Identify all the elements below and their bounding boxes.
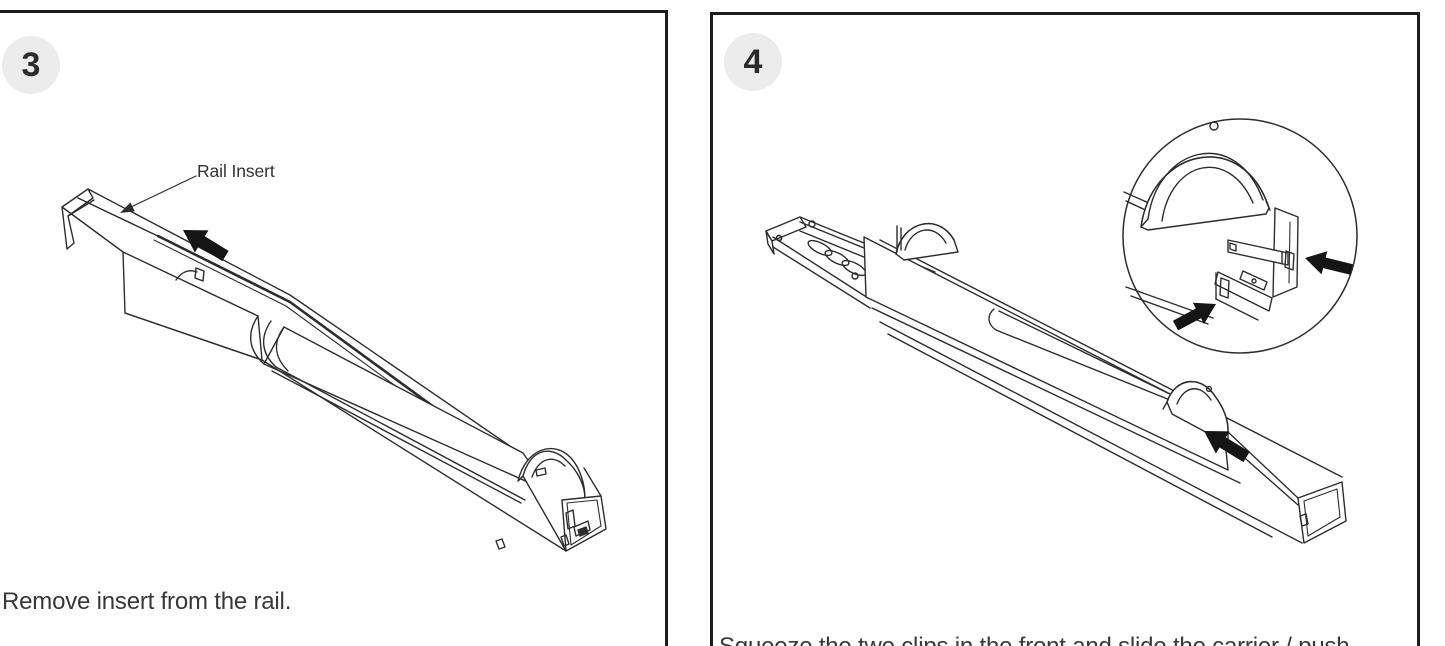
step-number-badge: 3 [2,36,60,94]
cover-transition-band [250,315,265,365]
cover-handle-slot [988,308,1181,405]
front-carrier-hump [895,223,959,261]
detail-clip-right [1284,250,1295,271]
slide-direction-arrow-icon [1204,431,1250,463]
detail-carrier-bar [1227,239,1289,266]
detail-clip-left [1219,277,1230,299]
rail-insert-top-edge [87,188,524,456]
rail-drawing-step-4 [765,118,1358,544]
squeeze-clip-arrow-icon [1172,302,1216,331]
dome-pin [1209,121,1219,131]
rail-cover [863,236,1229,471]
mount-slot-hole [841,259,867,277]
screw-hole [851,272,859,280]
instruction-panel-step-3 [0,10,668,646]
mount-slot-hole [807,239,833,257]
end-latch [573,520,591,537]
step-caption: Remove insert from the rail. [2,588,292,615]
slide-direction-arrow-icon [183,230,229,262]
mount-end-bracket [765,216,807,242]
detail-zoom-circle [1122,118,1358,354]
caption-line: Squeeze the two clips in the front and s… [719,633,1350,646]
screw-hole [808,220,816,228]
squeeze-clip-arrow-icon [1305,251,1353,275]
step-caption: Squeeze the two clips in the front and s… [719,577,1350,646]
leader-arrowhead [120,202,135,213]
bracket-hole [775,234,783,242]
rail-insert-end-cap [61,188,94,250]
mount-slot-hole [824,249,850,267]
step-number-badge: 4 [724,33,782,91]
rail-insert-front-edge [61,206,124,253]
detail-circle-outline [1122,118,1358,354]
rail-open-end [1297,481,1347,544]
rail-body-plate [122,251,263,361]
rail-drawing-step-3 [61,175,607,552]
insert-clip [194,267,205,282]
rail-insert-callout-label: Rail Insert [197,161,275,181]
rail-insert-leader-line [120,175,197,213]
rail-body-cover [263,326,551,493]
detail-latch-plate [1239,270,1268,291]
instruction-panel-step-4 [710,12,1420,646]
